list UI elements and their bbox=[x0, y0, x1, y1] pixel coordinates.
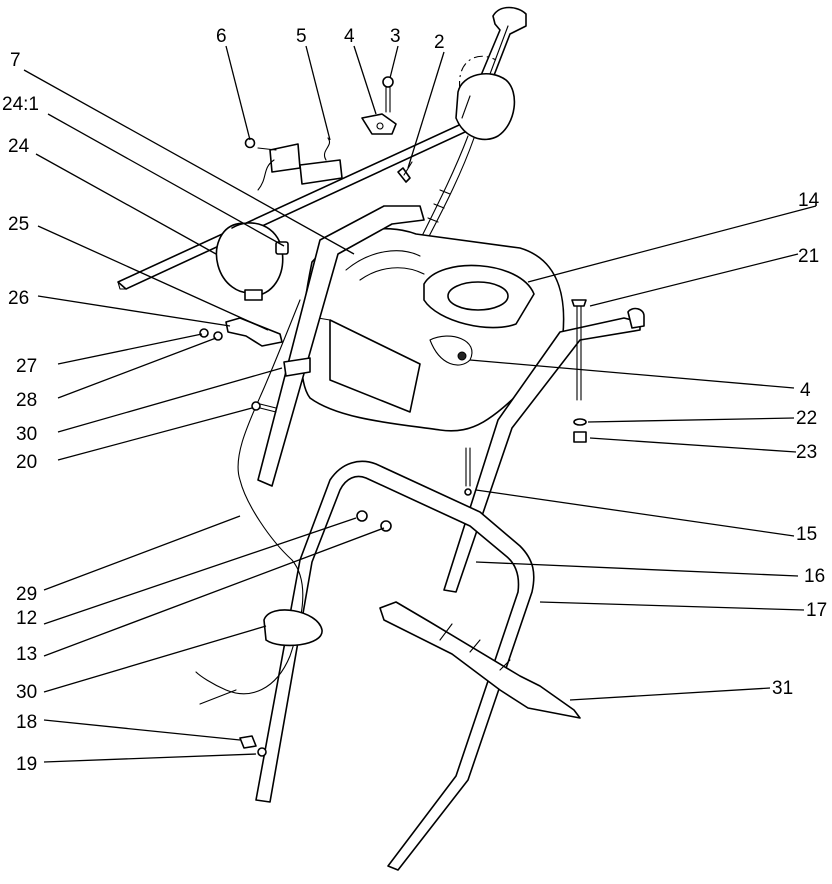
grommet-part-30-upper bbox=[283, 357, 311, 377]
carriage-bolt-part-20 bbox=[251, 401, 277, 413]
chute-deflector-part-14 bbox=[423, 264, 535, 329]
callout-24: 24 bbox=[8, 136, 30, 157]
control-cable bbox=[419, 135, 475, 243]
callout-12: 12 bbox=[16, 608, 37, 629]
bolt-part-15 bbox=[464, 447, 472, 496]
bracket-part-5 bbox=[257, 137, 343, 191]
callout-24-1: 24:1 bbox=[2, 94, 39, 115]
callout-26: 26 bbox=[8, 288, 29, 309]
callout-4-right: 4 bbox=[800, 380, 811, 401]
callout-4: 4 bbox=[344, 26, 355, 47]
bolt-part-21 bbox=[571, 299, 587, 443]
shift-rod-part-31 bbox=[379, 601, 581, 719]
callout-15: 15 bbox=[796, 524, 817, 545]
callout-14: 14 bbox=[798, 190, 820, 211]
callout-3: 3 bbox=[390, 26, 401, 47]
callout-5: 5 bbox=[296, 26, 307, 47]
hardware-parts-18-19 bbox=[239, 735, 267, 757]
callout-7: 7 bbox=[10, 50, 21, 71]
callout-17: 17 bbox=[806, 600, 827, 621]
grommet-part-30-lower bbox=[263, 609, 323, 647]
hardware-parts-12-13 bbox=[356, 510, 392, 532]
headlight-part-24 bbox=[215, 222, 289, 301]
light-bracket-part-26 bbox=[199, 317, 283, 347]
callout-21: 21 bbox=[798, 246, 819, 267]
callout-20: 20 bbox=[16, 452, 37, 473]
bolt-part-3 bbox=[382, 76, 394, 113]
handle-upper-right bbox=[443, 307, 645, 593]
callout-29: 29 bbox=[16, 584, 37, 605]
callout-28: 28 bbox=[16, 390, 37, 411]
callout-31: 31 bbox=[772, 678, 793, 699]
callout-27: 27 bbox=[16, 356, 37, 377]
callout-labels: 6 5 4 3 2 7 24:1 24 25 26 27 28 30 20 29… bbox=[2, 26, 827, 775]
callout-18: 18 bbox=[16, 712, 37, 733]
handle-lower-part-16 bbox=[255, 460, 535, 871]
callout-23: 23 bbox=[796, 442, 817, 463]
callout-16: 16 bbox=[804, 566, 825, 587]
clamp-part-4-top bbox=[361, 113, 397, 135]
callout-22: 22 bbox=[796, 408, 817, 429]
callout-6: 6 bbox=[216, 26, 227, 47]
wire-harness-part-29 bbox=[195, 299, 304, 705]
callout-30-lower: 30 bbox=[16, 682, 37, 703]
callout-2: 2 bbox=[434, 32, 445, 53]
callout-13: 13 bbox=[16, 644, 37, 665]
control-lever-part bbox=[455, 6, 527, 141]
leader-lines bbox=[23, 45, 817, 763]
handle-upper-left bbox=[257, 205, 425, 487]
callout-19: 19 bbox=[16, 754, 37, 775]
callout-30: 30 bbox=[16, 424, 37, 445]
carriage-bolt-part-2 bbox=[397, 161, 413, 183]
callout-25: 25 bbox=[8, 214, 29, 235]
